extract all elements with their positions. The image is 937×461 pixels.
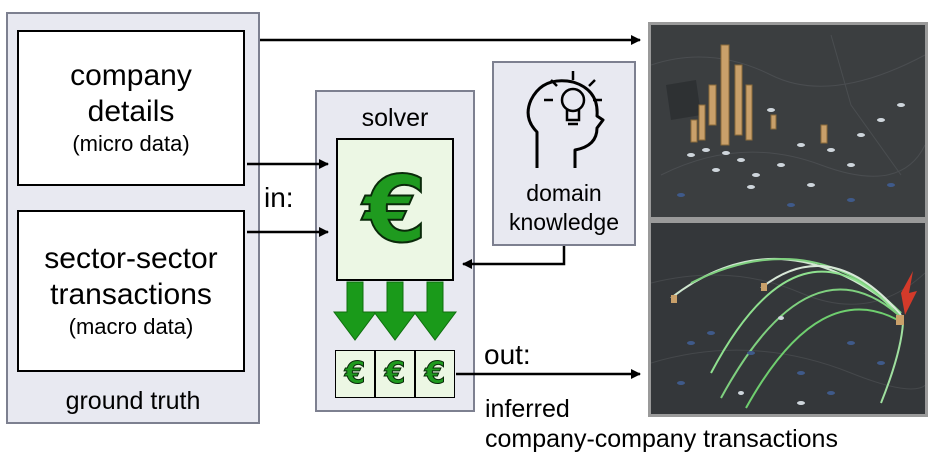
company-details-line2: details <box>87 95 175 128</box>
euro-icon-small: € <box>344 356 366 391</box>
output-line2: company-company transactions <box>485 425 838 453</box>
domain-knowledge-line2: knowledge <box>509 209 619 235</box>
sector-transactions-line1: sector-sector <box>44 242 218 275</box>
solver-euro-box: € <box>336 138 454 281</box>
company-details-box: company details (micro data) <box>17 30 245 186</box>
company-details-map <box>648 22 928 220</box>
euro-output-3: € <box>415 350 455 398</box>
transactions-map <box>648 220 928 417</box>
sector-transactions-sub: (macro data) <box>68 314 194 339</box>
sector-transactions-line2: transactions <box>50 278 212 311</box>
sector-transactions-box: sector-sector transactions (macro data) <box>17 210 245 372</box>
company-details-line1: company <box>70 59 192 92</box>
head-lightbulb-icon <box>513 68 615 174</box>
euro-output-2: € <box>375 350 415 398</box>
euro-output-1: € <box>335 350 375 398</box>
output-line1: inferred <box>485 395 570 423</box>
out-label: out: <box>484 339 531 370</box>
euro-icon-small: € <box>384 356 406 391</box>
domain-knowledge-line1: domain <box>526 180 602 206</box>
arrow-knowledge-to-solver <box>462 246 566 269</box>
in-label: in: <box>264 182 294 213</box>
company-details-sub: (micro data) <box>72 131 190 156</box>
euro-icon: € <box>362 155 428 263</box>
euro-icon-small: € <box>424 356 446 391</box>
solver-label: solver <box>361 104 429 132</box>
ground-truth-label: ground truth <box>65 387 201 415</box>
